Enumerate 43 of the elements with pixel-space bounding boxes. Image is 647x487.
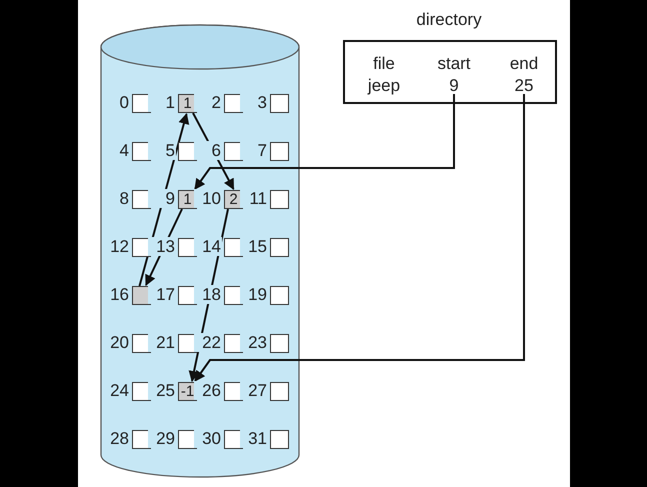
block-number: 10 (194, 189, 222, 208)
disk-block (270, 286, 289, 305)
block-number: 15 (240, 237, 268, 256)
disk-block (270, 94, 289, 113)
disk-block (270, 382, 289, 401)
block-number: 19 (240, 285, 268, 304)
block-number: 14 (194, 237, 222, 256)
block-number: 1 (148, 93, 176, 112)
block-number: 21 (148, 333, 176, 352)
block-number: 2 (194, 93, 222, 112)
block-number: 11 (240, 189, 268, 208)
block-number: 27 (240, 381, 268, 400)
table-cell: end (492, 53, 556, 74)
block-number: 22 (194, 333, 222, 352)
block-number: 9 (148, 189, 176, 208)
block-number: 6 (194, 141, 222, 160)
arrow (145, 208, 183, 286)
block-number: 5 (148, 141, 176, 160)
block-number: 18 (194, 285, 222, 304)
block-number: 13 (148, 237, 176, 256)
block-number: 23 (240, 333, 268, 352)
disk-block (270, 142, 289, 161)
table-cell: file (352, 53, 416, 74)
disk-block (270, 238, 289, 257)
arrow (192, 112, 234, 190)
disk-block (270, 334, 289, 353)
block-number: 26 (194, 381, 222, 400)
arrow (194, 94, 455, 190)
block-number: 3 (240, 93, 268, 112)
table-cell: 9 (422, 75, 486, 96)
table-cell: 25 (492, 75, 556, 96)
block-number: 30 (194, 429, 222, 448)
arrow (194, 94, 525, 382)
block-number: 7 (240, 141, 268, 160)
block-number: 25 (148, 381, 176, 400)
disk-block (270, 430, 289, 449)
disk-block (270, 190, 289, 209)
block-number: 31 (240, 429, 268, 448)
block-number: 29 (148, 429, 176, 448)
block-number: 17 (148, 285, 176, 304)
table-cell: start (422, 53, 486, 74)
table-cell: jeep (352, 75, 416, 96)
table-title: directory (415, 10, 483, 30)
